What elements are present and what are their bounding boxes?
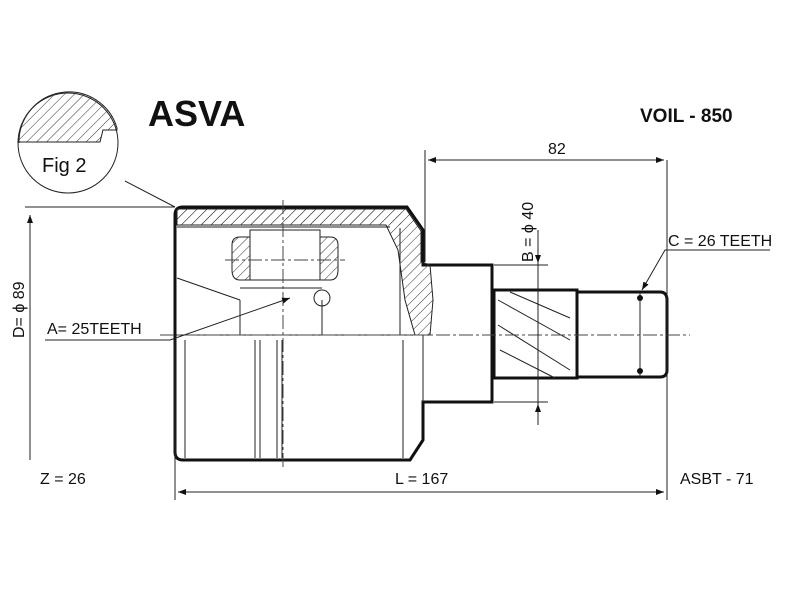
catalog-ref: ASBT - 71 [680,471,754,488]
dim-a-teeth: A= 25TEETH [47,321,142,338]
brand-logo: ASVA [148,93,245,134]
dimension-lines [25,150,770,500]
part-number: VOIL - 850 [640,106,733,127]
spline-shaft [492,288,669,380]
fig2-label: Fig 2 [42,155,86,177]
dim-d: D= ϕ 89 [11,281,28,338]
fig2-detail [17,91,176,208]
dim-b: B = ϕ 40 [520,202,537,262]
fig2-leader [124,180,176,208]
dim-l: L = 167 [395,471,448,488]
dim-c-teeth: C = 26 TEETH [668,233,772,250]
dim-z: Z = 26 [40,471,86,488]
dim-82: 82 [548,141,566,158]
